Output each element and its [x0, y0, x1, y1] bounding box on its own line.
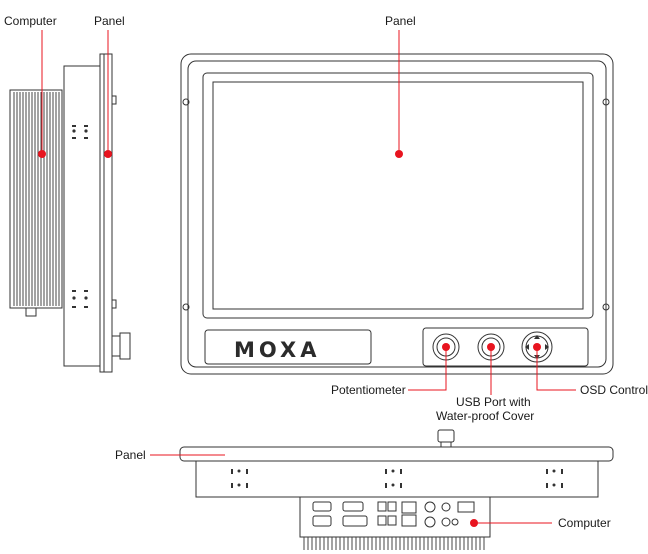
label-usb-port-line1: USB Port with	[456, 395, 531, 409]
label-panel-bottom: Panel	[115, 448, 146, 462]
bottom-view	[179, 429, 614, 550]
label-computer-side: Computer	[4, 14, 57, 28]
front-bezel-inner	[187, 60, 607, 368]
marker-potentiometer	[442, 343, 450, 351]
label-panel-side: Panel	[94, 14, 125, 28]
callout-markers	[38, 150, 541, 527]
front-screen	[212, 81, 584, 310]
marker-panel-front	[395, 150, 403, 158]
front-screen-frame	[202, 72, 594, 319]
bottom-panel-edge	[179, 446, 614, 462]
label-usb-port-line2: Water-proof Cover	[436, 409, 534, 423]
bottom-usb-cover	[437, 429, 455, 443]
label-osd-control: OSD Control	[580, 383, 648, 397]
front-view	[180, 53, 614, 375]
io-ports	[312, 501, 475, 528]
bottom-housing	[195, 460, 599, 498]
label-panel-front: Panel	[385, 14, 416, 28]
control-plate	[422, 327, 589, 367]
marker-computer-bottom	[470, 519, 478, 527]
side-rear-housing	[63, 65, 101, 367]
side-view	[9, 53, 131, 373]
callout-lines	[41, 30, 576, 524]
side-heatsink-fins	[13, 92, 60, 306]
side-panel-bezel	[99, 53, 113, 373]
side-computer-body	[9, 89, 63, 309]
marker-computer-side	[38, 150, 46, 158]
side-usb-cover	[111, 335, 121, 357]
marker-osd-control	[533, 343, 541, 351]
marker-usb-port	[487, 343, 495, 351]
logo-text: MOXA	[234, 338, 320, 362]
mounting-holes	[182, 98, 610, 311]
marker-panel-side	[104, 150, 112, 158]
bottom-computer-body	[299, 496, 491, 538]
label-computer-bottom: Computer	[558, 516, 611, 530]
bottom-heatsink-fins	[303, 537, 485, 550]
label-potentiometer: Potentiometer	[331, 383, 406, 397]
front-bezel-outer	[180, 53, 614, 375]
logo-plate	[204, 329, 372, 365]
